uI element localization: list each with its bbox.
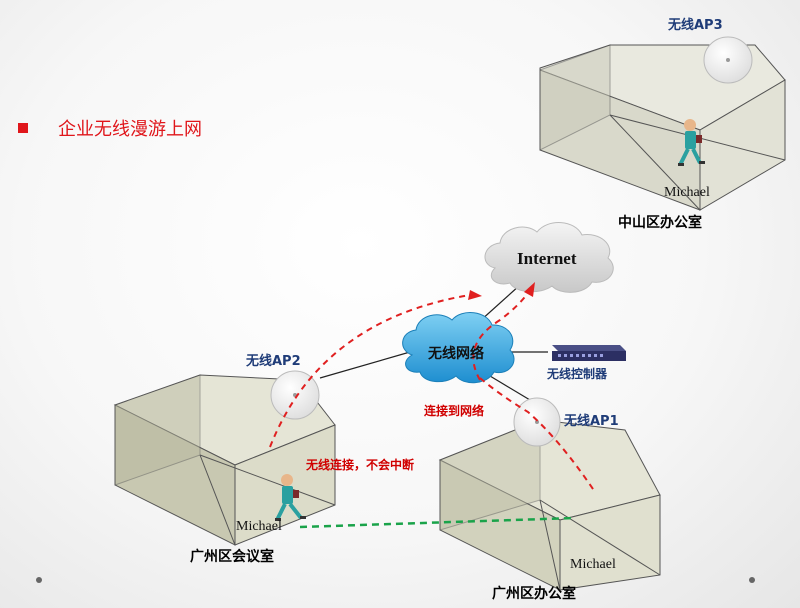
wireless-cloud — [402, 312, 515, 384]
ap1-device — [513, 397, 561, 447]
connect-annotation: 连接到网络 — [424, 404, 485, 418]
office-label-gz-office: 广州区办公室 — [492, 586, 576, 602]
internet-cloud — [484, 222, 614, 293]
controller-label: 无线控制器 — [547, 367, 608, 381]
office-label-gz-meeting: 广州区会议室 — [190, 549, 274, 565]
connection-paths — [269, 282, 596, 493]
title-row: 企业无线漫游上网 — [18, 115, 202, 141]
slide-corner-dot-left — [36, 577, 42, 583]
person-label-gz-office: Michael — [570, 557, 616, 572]
roaming-path — [299, 516, 576, 529]
page-title: 企业无线漫游上网 — [58, 119, 202, 140]
wireless-network-label: 无线网络 — [428, 346, 484, 362]
slide-corner-dot-right — [749, 577, 755, 583]
office-label-zhongshan: 中山区办公室 — [618, 215, 702, 231]
building-gz-office — [438, 419, 661, 591]
internet-label: Internet — [517, 249, 577, 268]
ap2-label: 无线AP2 — [246, 354, 301, 369]
person-label-meeting: Michael — [236, 519, 282, 534]
person-figure-zhongshan — [678, 119, 705, 166]
title-bullet — [18, 123, 28, 133]
ap3-label: 无线AP3 — [668, 18, 723, 33]
wireless-controller-device — [552, 345, 626, 361]
ap1-label: 无线AP1 — [564, 414, 619, 429]
person-label-zhongshan: Michael — [664, 185, 710, 200]
ap3-device — [703, 36, 753, 84]
ap2-device — [270, 370, 320, 420]
roaming-annotation: 无线连接，不会中断 — [306, 458, 415, 472]
person-figure-meeting — [275, 474, 306, 521]
